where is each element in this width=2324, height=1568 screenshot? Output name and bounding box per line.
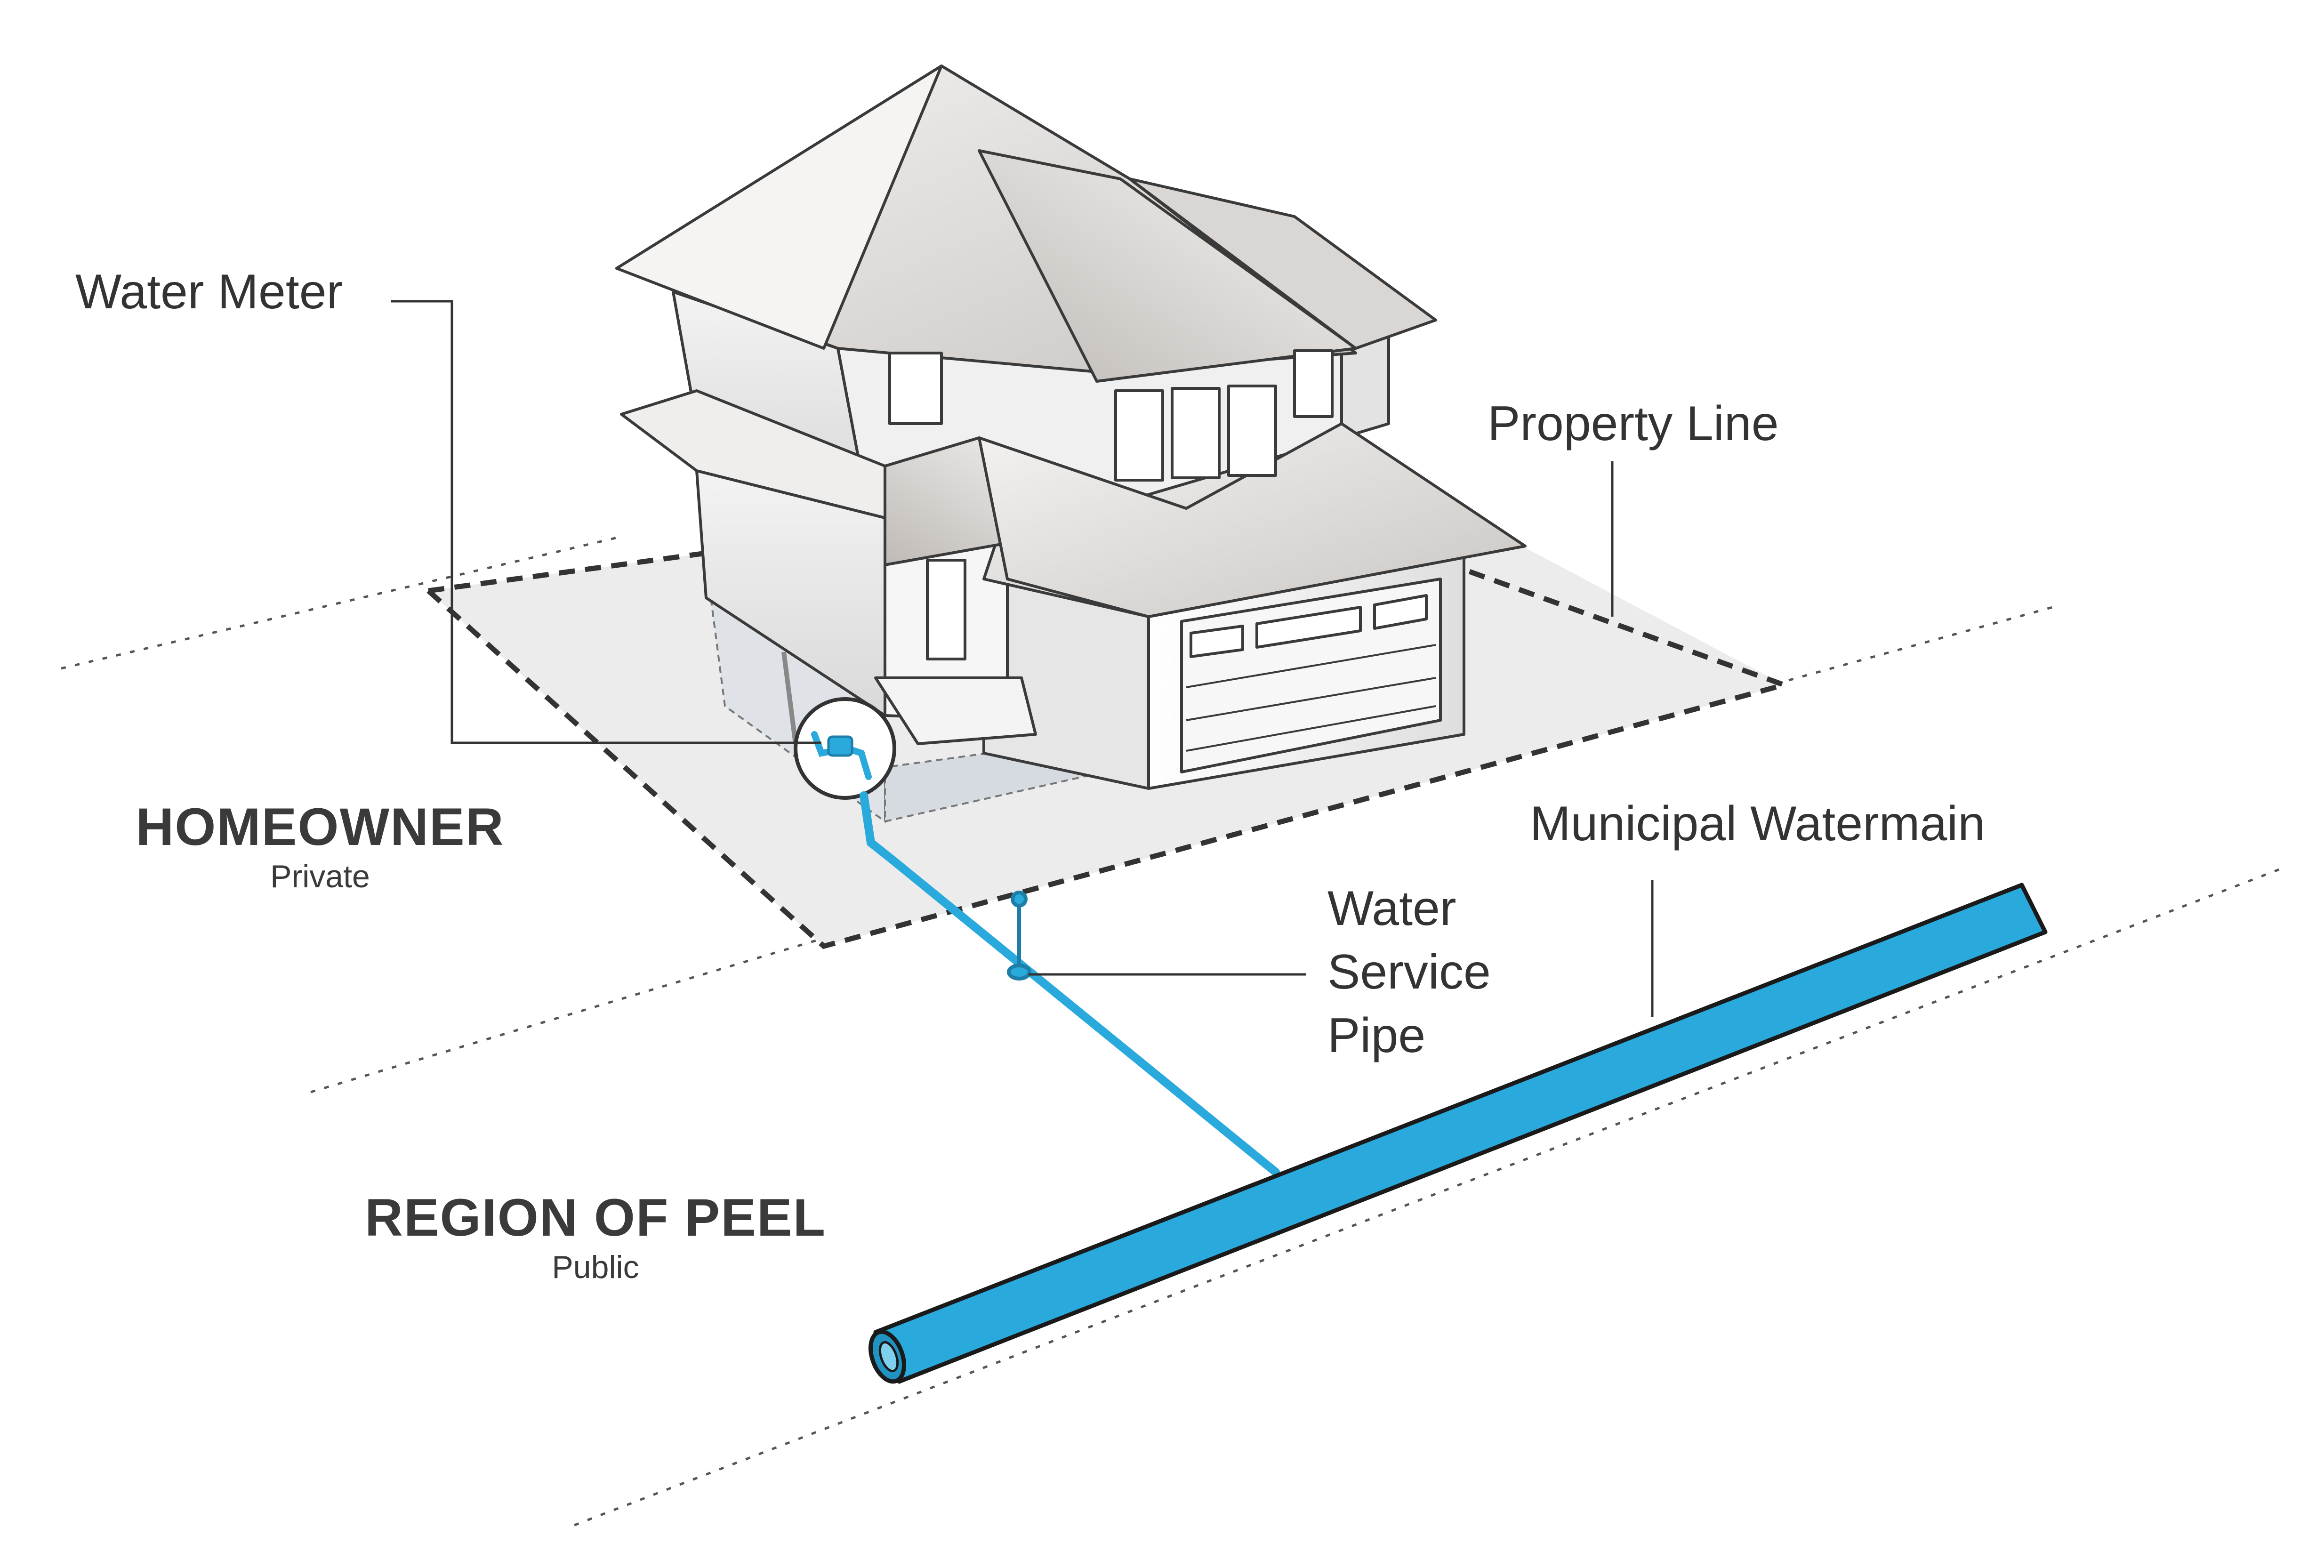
homeowner-zone-subtitle: Private (270, 859, 370, 894)
municipal-watermain (868, 883, 2048, 1384)
right-roof (1128, 177, 1437, 350)
front-door (926, 559, 966, 660)
water-service-pipe-label-line-1: Water (1327, 881, 1456, 936)
water-service-pipe-line (860, 791, 1280, 1176)
lot-rear-dotted-line (1788, 606, 2053, 682)
homeowner-zone-title: HOMEOWNER (136, 797, 504, 856)
house (615, 64, 1527, 790)
curb-stop-valve (1007, 891, 1031, 981)
property-line (426, 550, 1793, 949)
road-far-dotted-line (574, 865, 2288, 1527)
garage-door-panels (1190, 594, 1428, 658)
garage-door-lines (1186, 644, 1436, 752)
region-zone-subtitle: Public (552, 1249, 639, 1285)
water-meter (794, 697, 896, 800)
water-meter-leader (391, 300, 821, 744)
callout-leaders (391, 300, 1654, 1017)
region-zone-title: REGION OF PEEL (365, 1188, 826, 1247)
upper-windows (888, 349, 1334, 482)
property-line-label: Property Line (1488, 396, 1779, 451)
main-roof-left-face (615, 64, 943, 350)
front-steps (874, 676, 1037, 745)
water-service-pipe-label-line-2: Service (1327, 945, 1491, 999)
water-meter-label: Water Meter (75, 265, 343, 319)
watermain-end-inner (878, 1341, 899, 1373)
front-lower-roof (978, 422, 1527, 618)
boundary-lines (61, 535, 2288, 1527)
road-edge-dotted-line (310, 935, 829, 1094)
water-meter-body (827, 735, 853, 757)
indoor-pipe (781, 651, 798, 744)
municipal-watermain-label: Municipal Watermain (1530, 796, 1985, 851)
water-service-pipe-label-line-3: Pipe (1327, 1008, 1425, 1063)
